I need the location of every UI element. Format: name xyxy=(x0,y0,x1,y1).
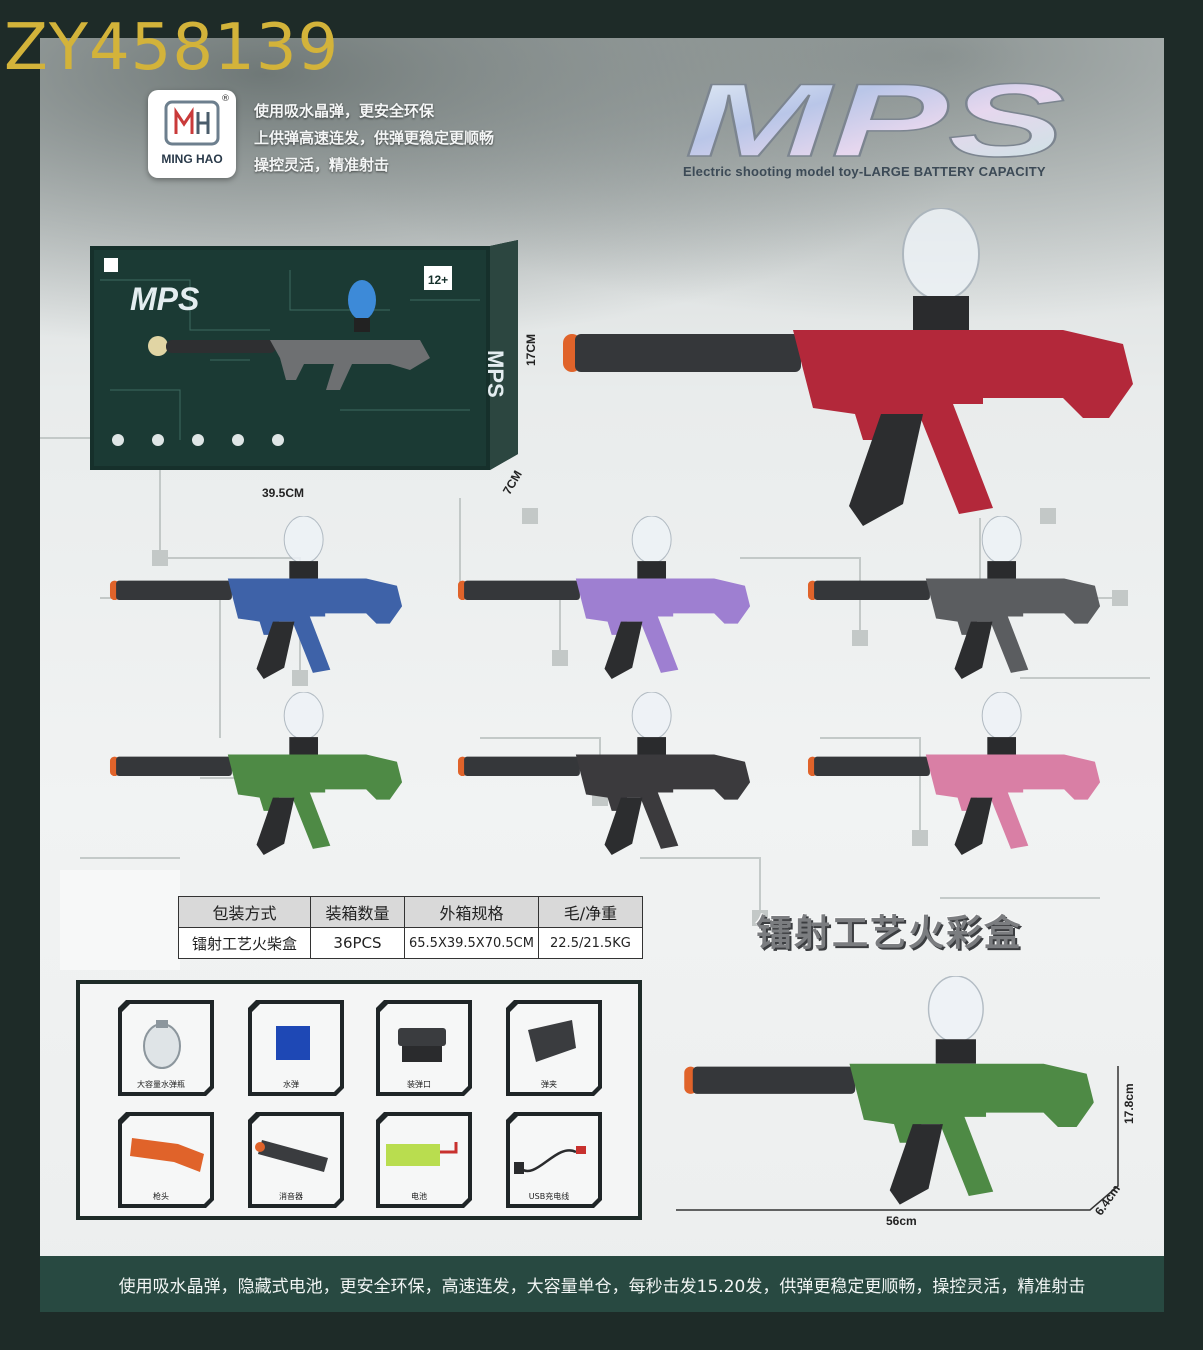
accessory-magazine: 弹夹 xyxy=(506,1000,602,1096)
accessory-label: 大容量水弹瓶 xyxy=(137,1080,185,1089)
circuit-background xyxy=(40,437,1150,926)
laser-box-caption: 镭射工艺火彩盒 xyxy=(756,913,1023,954)
package-box-image: MPS 12+ MPS xyxy=(90,240,518,470)
accessory-gel-beads: 水弹 xyxy=(248,1000,344,1096)
svg-text:MPS: MPS xyxy=(483,350,508,398)
gun-variant-black-red xyxy=(446,692,762,856)
logo-text: MING HAO xyxy=(161,152,223,166)
feature-item: 操控灵活，精准射击 xyxy=(254,156,390,174)
feature-item: 上供弹高速连发，供弹更稳定更顺畅 xyxy=(254,129,495,147)
table-cell: 22.5/21.5KG xyxy=(537,927,643,959)
gun-variant-green xyxy=(98,692,414,856)
accessory-label: 装弹口 xyxy=(407,1080,431,1089)
footer-text: 使用吸水晶弹，隐藏式电池，更安全环保，高速连发，大容量单仓，每秒击发15.20发… xyxy=(118,1277,1086,1297)
table-cell: 镭射工艺火柴盒 xyxy=(178,927,311,959)
usb-cable-icon xyxy=(514,1146,586,1174)
accessory-label: USB充电线 xyxy=(528,1192,570,1201)
loader-icon xyxy=(398,1028,446,1062)
logo-registered-mark: ® xyxy=(221,94,230,104)
dimension-lines xyxy=(676,1066,1119,1211)
muzzle-icon xyxy=(130,1138,204,1172)
hero-gun-flag xyxy=(556,208,1140,528)
battery-icon xyxy=(386,1142,458,1166)
table-fade xyxy=(60,870,180,970)
magazine-icon xyxy=(528,1020,576,1062)
accessory-label: 弹夹 xyxy=(541,1080,557,1089)
accessory-label: 水弹 xyxy=(283,1080,299,1089)
table-row: 镭射工艺火柴盒 36PCS 65.5X39.5X70.5CM 22.5/21.5… xyxy=(178,927,643,959)
table-header: 毛/净重 xyxy=(537,896,643,928)
box-width-label: 39.5CM xyxy=(262,486,305,500)
table-header-row: 包装方式 装箱数量 外箱规格 毛/净重 xyxy=(178,896,643,928)
accessory-battery: 电池 xyxy=(376,1112,472,1208)
accessory-tile xyxy=(506,1112,602,1208)
mps-title: MPS xyxy=(684,80,1066,164)
svg-text:12+: 12+ xyxy=(428,273,448,287)
accessory-label: 消音器 xyxy=(279,1192,303,1201)
table-header: 装箱数量 xyxy=(310,896,405,928)
accessories-panel: 大容量水弹瓶 水弹 装弹口 弹夹 枪头 消音器 电池 USB充电线 xyxy=(76,980,642,1220)
accessory-loader: 装弹口 xyxy=(376,1000,472,1096)
brand-subtitle: Electric shooting model toy-LARGE BATTER… xyxy=(683,164,1046,179)
gel-beads-icon xyxy=(276,1026,310,1060)
gun-length-label: 56cm xyxy=(886,1214,917,1228)
table-header: 包装方式 xyxy=(178,896,311,928)
accessory-label: 枪头 xyxy=(153,1192,169,1201)
silencer-icon xyxy=(255,1140,328,1172)
footer-bar: 使用吸水晶弹，隐藏式电池，更安全环保，高速连发，大容量单仓，每秒击发15.20发… xyxy=(40,1256,1164,1312)
table-cell: 36PCS xyxy=(310,927,405,959)
accessory-muzzle: 枪头 xyxy=(118,1112,214,1208)
gun-variant-blue xyxy=(98,516,414,680)
accessory-silencer: 消音器 xyxy=(248,1112,344,1208)
gun-variant-black-white xyxy=(796,516,1112,680)
gun-height-label: 17.8cm xyxy=(1122,1083,1136,1124)
brand-logo: ® MING HAO xyxy=(148,90,236,178)
mh-logo-icon xyxy=(164,100,220,146)
svg-text:MPS: MPS xyxy=(130,281,200,317)
box-height-label: 17CM xyxy=(524,333,538,366)
table-cell: 65.5X39.5X70.5CM xyxy=(404,927,539,959)
accessory-label: 电池 xyxy=(411,1192,427,1201)
table-header: 外箱规格 xyxy=(404,896,539,928)
feature-list: 使用吸水晶弹，更安全环保 上供弹高速连发，供弹更稳定更顺畅 操控灵活，精准射击 xyxy=(254,98,494,179)
accessory-usb-cable: USB充电线 xyxy=(506,1112,602,1208)
gun-variant-pink xyxy=(796,692,1112,856)
mps-title-text: MPS xyxy=(685,80,1065,164)
product-code: ZY458139 xyxy=(4,11,340,85)
accessory-bottle: 大容量水弹瓶 xyxy=(118,1000,214,1096)
spec-table: 包装方式 装箱数量 外箱规格 毛/净重 镭射工艺火柴盒 36PCS 65.5X3… xyxy=(178,896,643,959)
gun-variant-purple xyxy=(446,516,762,680)
bottle-icon xyxy=(143,1020,181,1069)
feature-item: 使用吸水晶弹，更安全环保 xyxy=(254,102,435,120)
